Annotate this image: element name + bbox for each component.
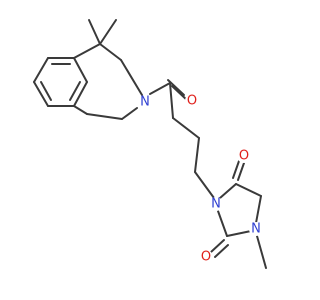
atom-background xyxy=(209,197,223,211)
atom-o-c2: O xyxy=(199,250,213,265)
double-bond-inner xyxy=(40,81,52,101)
double-bond-inner xyxy=(69,81,81,101)
carbonyl-double-bond xyxy=(171,85,189,102)
atom-background xyxy=(249,222,263,236)
methyl-bond xyxy=(88,19,101,45)
atom-label: N xyxy=(251,222,261,237)
bond xyxy=(121,107,138,120)
atom-label: N xyxy=(140,95,150,110)
bond xyxy=(217,210,228,237)
bond xyxy=(73,105,88,115)
atom-label: O xyxy=(239,149,249,164)
atom-n3-hydantoin: N xyxy=(209,197,223,212)
bond-layer xyxy=(33,19,267,269)
methyl-bond xyxy=(256,235,267,269)
carbonyl-double-bond xyxy=(237,162,245,181)
methyl-bond xyxy=(99,19,117,45)
atom-layer: N O N N O O xyxy=(138,94,263,265)
carbonyl-double-bond xyxy=(214,244,229,258)
atom-label: O xyxy=(187,94,197,109)
bond xyxy=(73,81,88,107)
carbonyl-double-bond xyxy=(232,160,240,179)
bond xyxy=(99,43,122,61)
bond xyxy=(33,81,49,107)
atom-label: N xyxy=(211,197,221,212)
atom-background xyxy=(237,149,251,163)
bond xyxy=(73,43,101,59)
bond xyxy=(73,57,88,83)
carbonyl-double-bond xyxy=(210,239,225,253)
atom-n1-hydantoin: N xyxy=(249,222,263,237)
atom-n-isoquinoline: N xyxy=(138,95,152,110)
bond xyxy=(219,183,237,199)
bond xyxy=(120,59,143,96)
bond xyxy=(235,183,262,197)
bond xyxy=(194,171,215,199)
atom-background xyxy=(185,94,199,108)
atom-background xyxy=(138,95,152,109)
bond xyxy=(169,82,174,119)
atom-o-amide: O xyxy=(185,94,199,109)
bond xyxy=(255,195,262,224)
bond xyxy=(194,137,200,173)
bond xyxy=(33,57,49,83)
bond xyxy=(226,230,252,237)
bond xyxy=(86,113,123,120)
molecule-canvas: N O N N O O xyxy=(33,19,267,269)
bond xyxy=(149,82,171,95)
molecule-structure: N O N N O O xyxy=(33,19,267,269)
atom-label: O xyxy=(201,250,211,265)
atom-background xyxy=(199,250,213,264)
atom-o-c4: O xyxy=(237,149,251,164)
bond xyxy=(172,117,200,139)
